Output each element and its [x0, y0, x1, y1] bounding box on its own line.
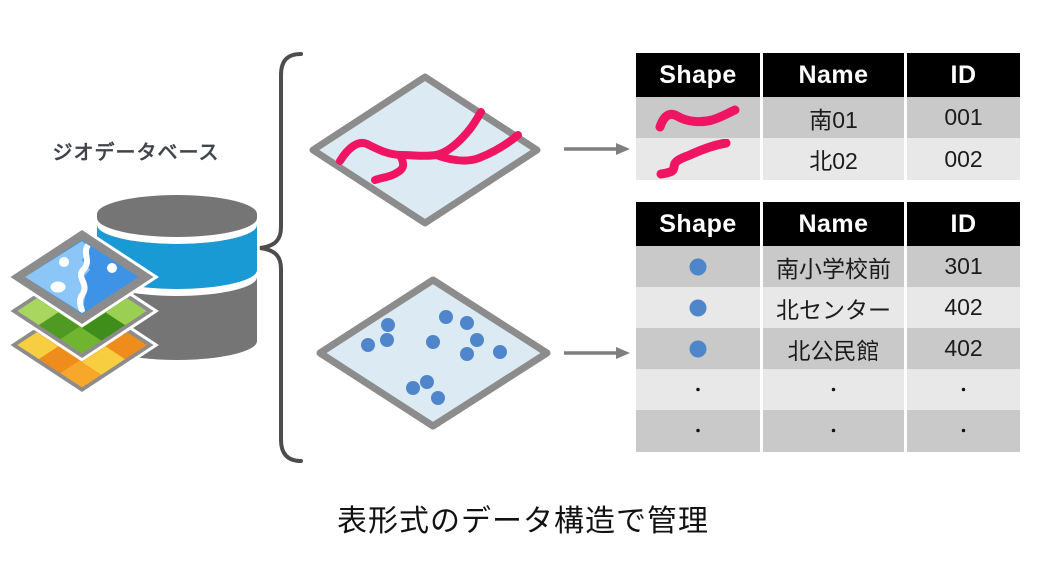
- pink-line-feature: [371, 151, 408, 184]
- point-attribute-table: Shape Name ID 南小学校前 301 北センター 402 北公民館 4…: [636, 202, 1020, 452]
- pink-line-feature: [336, 108, 485, 165]
- table-cell-id: 002: [907, 138, 1020, 180]
- map-tile-blue-points-icon: [316, 276, 551, 430]
- imagery-layer-tile: [5, 226, 159, 328]
- table-cell-id ellipsis-dot: ・: [907, 410, 1020, 452]
- table-cell-shape: [636, 287, 760, 328]
- blue-point-features: [361, 310, 507, 405]
- column-header-id: ID: [907, 53, 1020, 97]
- table-cell-name: 北センター: [763, 287, 904, 328]
- table-cell-id: 402: [907, 287, 1020, 328]
- column-header-id: ID: [907, 202, 1020, 246]
- diagram-caption: 表形式のデータ構造で管理: [337, 505, 709, 538]
- table-cell-id: 402: [907, 328, 1020, 369]
- arrowhead: [616, 347, 630, 359]
- arrow-to-point-table: [564, 347, 630, 359]
- table-cell-name: 北公民館: [763, 328, 904, 369]
- line-attribute-table: Shape Name ID 南01 001 北02 002: [636, 53, 1020, 180]
- diagram-art: [5, 52, 630, 463]
- table-cell-shape ellipsis-dot: ・: [636, 410, 760, 452]
- arrowhead: [616, 143, 630, 155]
- table-cell-name: 南小学校前: [763, 246, 904, 287]
- table-cell-shape: [636, 97, 760, 138]
- river-shape: [76, 242, 91, 313]
- blue-point-icon: [689, 299, 707, 316]
- column-header-shape: Shape: [636, 53, 760, 97]
- pink-line-feature: [432, 131, 522, 165]
- cylinder-top: [97, 195, 257, 233]
- table-cell-shape: [636, 246, 760, 287]
- left-curly-brace: [259, 52, 303, 463]
- table-cell-name ellipsis-dot: ・: [763, 369, 904, 410]
- blue-point-icon: [689, 258, 707, 275]
- column-header-name: Name: [763, 202, 904, 246]
- pink-line-icon: [656, 139, 731, 179]
- table-cell-id: 301: [907, 246, 1020, 287]
- imagery-map-art: [25, 241, 117, 313]
- table-cell-id: 001: [907, 97, 1020, 138]
- map-tile-pink-lines-icon: [309, 73, 541, 227]
- table-cell-name ellipsis-dot: ・: [763, 410, 904, 452]
- table-cell-name: 南01: [763, 97, 904, 138]
- arrow-to-line-table: [564, 143, 630, 155]
- table-cell-shape: [636, 138, 760, 180]
- table-cell-shape: [636, 328, 760, 369]
- table-cell-shape ellipsis-dot: ・: [636, 369, 760, 410]
- pink-line-icon: [655, 105, 740, 131]
- cylinder-gap: [97, 218, 257, 244]
- blue-point-icon: [689, 340, 707, 357]
- table-cell-id ellipsis-dot: ・: [907, 369, 1020, 410]
- column-header-name: Name: [763, 53, 904, 97]
- table-cell-name: 北02: [763, 138, 904, 180]
- column-header-shape: Shape: [636, 202, 760, 246]
- layer-stack-icon: [5, 226, 159, 396]
- geodatabase-label: ジオデータベース: [52, 142, 220, 164]
